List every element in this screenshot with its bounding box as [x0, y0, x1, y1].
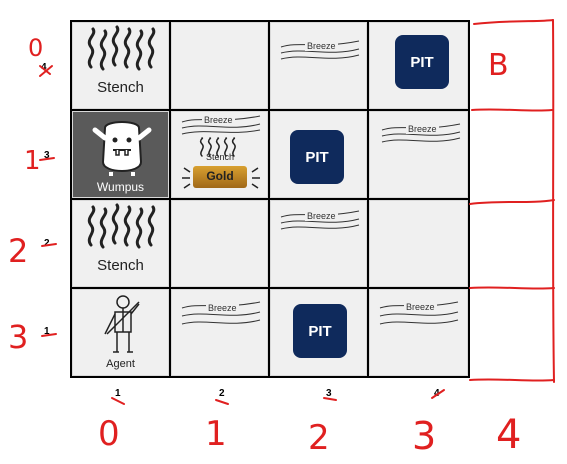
wumpus-world-grid: Stench Breeze PIT Wumpus [70, 20, 470, 378]
cell-r3-c3[interactable]: Breeze [369, 289, 468, 376]
stench-label: Stench [206, 152, 235, 162]
cell-r0-c2[interactable]: Breeze [270, 22, 367, 109]
cell-r2-c1[interactable] [171, 200, 268, 287]
cell-r1-c0[interactable]: Wumpus [72, 111, 169, 198]
stench-icon [87, 25, 156, 71]
handwritten-col-label: 0 [98, 414, 120, 454]
printed-row-index: 3 [44, 150, 50, 161]
handwritten-row-label: 2 [8, 232, 29, 270]
breeze-label: Breeze [305, 211, 338, 221]
cell-r1-c2[interactable]: PIT [270, 111, 367, 198]
cell-r2-c2[interactable]: Breeze [270, 200, 367, 287]
handwritten-col-label: 3 [412, 414, 437, 458]
pit-tile: PIT [290, 130, 344, 184]
pit-tile: PIT [395, 35, 449, 89]
printed-row-index: 2 [44, 238, 50, 249]
handwritten-row-label: 0 [28, 34, 44, 62]
cell-r1-c1[interactable]: Breeze Stench Gold [171, 111, 268, 198]
printed-col-index: 3 [326, 388, 332, 399]
handwritten-col-label: 1 [205, 414, 227, 454]
handwritten-row-label: 1 [24, 146, 41, 176]
printed-col-index: 2 [219, 388, 225, 399]
breeze-label: Breeze [406, 124, 439, 134]
stench-label: Stench [97, 79, 144, 96]
agent-icon [104, 295, 140, 353]
printed-col-index: 4 [434, 388, 440, 399]
handwritten-row-label: 3 [8, 318, 29, 356]
wumpus-label: Wumpus [96, 180, 145, 194]
stench-icon [87, 203, 156, 249]
wumpus-icon [92, 121, 152, 176]
stench-label: Stench [97, 257, 144, 274]
gold-pile [193, 166, 247, 188]
printed-col-index: 1 [115, 388, 121, 399]
cell-r2-c3[interactable] [369, 200, 468, 287]
cell-r3-c0[interactable]: Agent [72, 289, 169, 376]
breeze-label: Breeze [202, 115, 235, 125]
printed-row-index: 4 [41, 62, 47, 73]
pit-tile: PIT [293, 304, 347, 358]
breeze-label: Breeze [404, 302, 437, 312]
cell-r1-c3[interactable]: Breeze [369, 111, 468, 198]
handwritten-col-label: 4 [496, 412, 522, 458]
cell-r0-c1[interactable] [171, 22, 268, 109]
sparkle-icon [182, 167, 260, 189]
stench-icon [199, 137, 236, 157]
breeze-label: Breeze [206, 303, 239, 313]
printed-row-index: 1 [44, 326, 50, 337]
cell-r2-c0[interactable]: Stench [72, 200, 169, 287]
cell-r3-c1[interactable]: Breeze [171, 289, 268, 376]
cell-r3-c2[interactable]: PIT [270, 289, 367, 376]
breeze-label: Breeze [305, 41, 338, 51]
cell-r0-c0[interactable]: Stench [72, 22, 169, 109]
agent-label: Agent [106, 358, 135, 370]
handwritten-cell-note: B [488, 48, 509, 83]
handwritten-col-label: 2 [308, 418, 330, 458]
gold-label: Gold [206, 169, 234, 183]
cell-r0-c3[interactable]: PIT [369, 22, 468, 109]
